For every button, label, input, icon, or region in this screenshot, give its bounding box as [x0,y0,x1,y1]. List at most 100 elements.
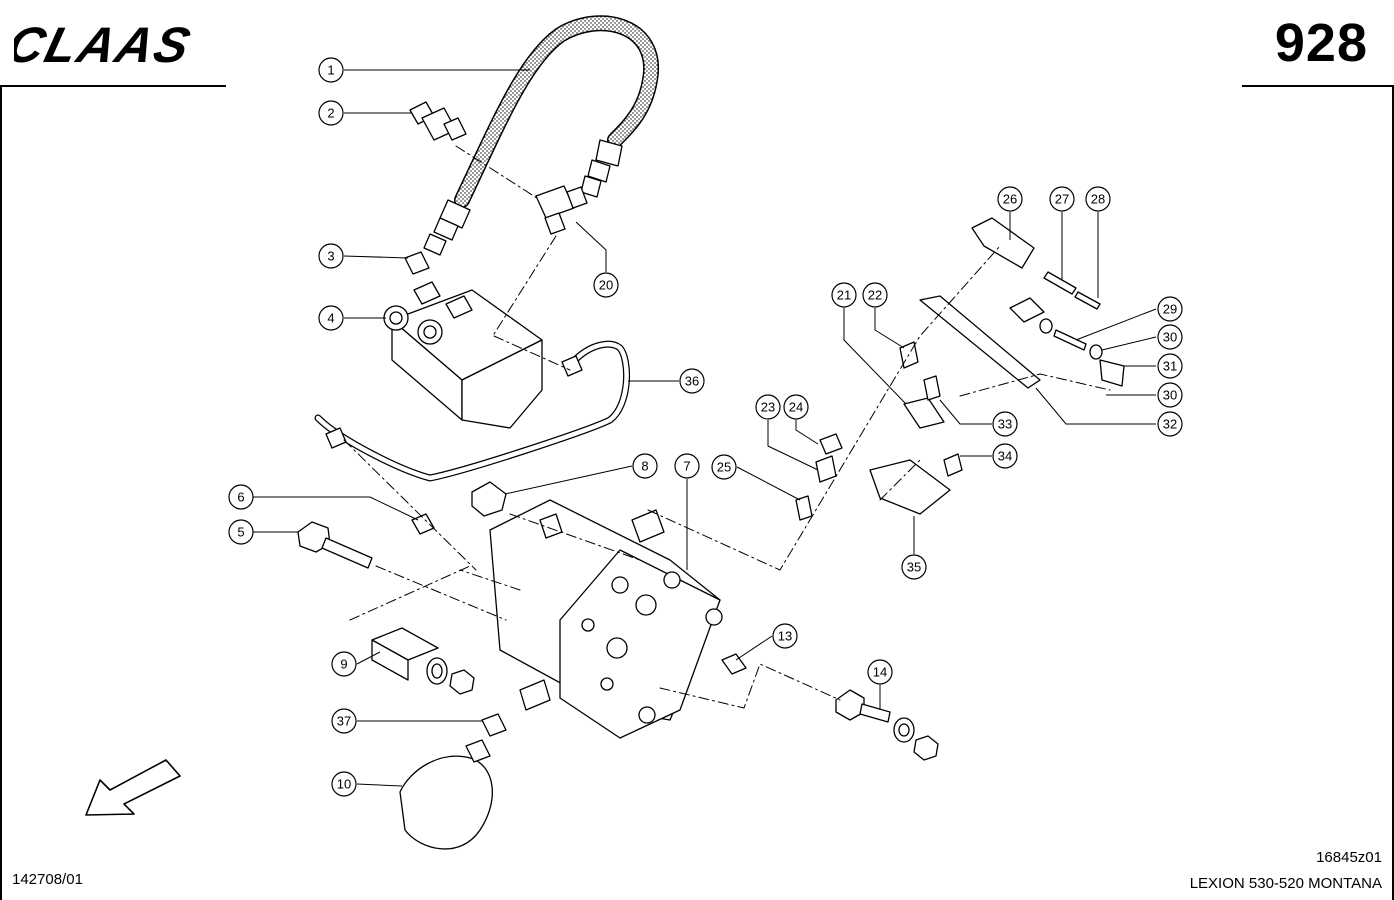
frame-right [1392,85,1394,900]
svg-text:32: 32 [1163,417,1177,432]
svg-text:2: 2 [327,106,334,121]
callout-28: 28 [1085,186,1111,212]
callout-7: 7 [674,453,700,479]
callout-6: 6 [228,484,254,510]
drawing-id: 16845z01 [1316,849,1382,866]
callout-30-upper: 30 [1157,324,1183,350]
callout-21: 21 [831,282,857,308]
model-name: LEXION 530-520 MONTANA [1189,875,1382,892]
svg-text:9: 9 [340,657,347,672]
svg-text:30: 30 [1163,388,1177,403]
callout-leaders [253,69,1157,787]
hydraulic-pump-part-7 [489,499,723,739]
svg-text:35: 35 [907,560,921,575]
callout-23: 23 [755,394,781,420]
svg-text:30: 30 [1163,330,1177,345]
svg-text:20: 20 [599,278,613,293]
callout-27: 27 [1049,186,1075,212]
callout-5: 5 [228,519,254,545]
svg-text:31: 31 [1163,359,1177,374]
clamp-part-24 [819,433,843,455]
rod-part-29b [1053,329,1087,351]
lever-part-26 [971,217,1035,269]
svg-text:34: 34 [998,449,1012,464]
callout-31: 31 [1157,353,1183,379]
assembly-centre-lines [343,145,1111,709]
svg-text:22: 22 [868,288,882,303]
svg-text:10: 10 [337,777,351,792]
fitting-part-8 [471,481,507,517]
svg-text:13: 13 [778,629,792,644]
arrow-down-left-icon [85,759,181,816]
callout-37: 37 [331,708,357,734]
svg-text:29: 29 [1163,302,1177,317]
svg-text:26: 26 [1003,192,1017,207]
bolt-part-5 [297,521,373,569]
header-rule-right [1242,85,1394,87]
callout-33: 33 [992,411,1018,437]
plate-part-21 [903,397,945,429]
callout-30-lower: 30 [1157,382,1183,408]
callout-3: 3 [318,243,344,269]
page-number: 928 [1274,13,1368,73]
svg-text:1: 1 [327,63,334,78]
callout-bubbles: 1 2 3 4 5 6 7 8 9 10 13 14 20 21 22 23 2… [228,57,1183,797]
bolt-part-14 [835,689,939,761]
callout-1: 1 [318,57,344,83]
svg-text:14: 14 [873,665,887,680]
svg-text:3: 3 [327,249,334,264]
svg-text:28: 28 [1091,192,1105,207]
sleeve-part-9 [371,627,475,695]
header-rule-left [0,85,226,87]
svg-text:37: 37 [337,714,351,729]
svg-text:7: 7 [683,459,690,474]
nut-part-30 [1039,318,1053,334]
claas-logo-text: CLAAS [14,22,198,68]
svg-text:21: 21 [837,288,851,303]
callout-2: 2 [318,100,344,126]
sleeve-part-23 [815,455,837,483]
svg-text:5: 5 [237,525,244,540]
valve-block-part-4 [383,281,543,429]
fitting-part-2 [409,101,467,141]
claas-logo: CLAAS [14,22,198,68]
bracket-part-35 [869,459,951,515]
callout-4: 4 [318,305,344,331]
svg-text:23: 23 [761,400,775,415]
svg-text:4: 4 [327,311,334,326]
doc-number: 142708/01 [12,871,83,888]
fitting-part-6 [411,513,435,535]
fitting-part-37 [481,713,507,737]
svg-text:33: 33 [998,417,1012,432]
callout-32: 32 [1157,411,1183,437]
callout-8: 8 [632,453,658,479]
hydraulic-hose-part-1 [423,15,660,256]
callout-10: 10 [331,771,357,797]
fitting-part-13 [721,653,747,675]
callout-14: 14 [867,659,893,685]
svg-text:8: 8 [641,459,648,474]
svg-text:36: 36 [685,374,699,389]
steel-pipe-part-36 [314,340,631,482]
callout-24: 24 [783,394,809,420]
pin-part-27 [1043,271,1077,295]
svg-text:24: 24 [789,400,803,415]
callout-20: 20 [593,272,619,298]
linkage-assembly [795,217,1125,521]
bracket-part-32 [919,295,1041,389]
frame-left [0,85,2,900]
ball-joint-part-29 [1009,297,1045,323]
ball-joint-part-31 [1099,359,1125,387]
callout-29: 29 [1157,296,1183,322]
pin-part-28 [1074,291,1101,310]
svg-text:6: 6 [237,490,244,505]
callout-13: 13 [772,623,798,649]
callout-34: 34 [992,443,1018,469]
accumulator-part-10 [399,739,493,850]
svg-text:25: 25 [717,460,731,475]
callout-25: 25 [711,454,737,480]
callout-9: 9 [331,651,357,677]
nut-part-30b [1089,344,1103,360]
